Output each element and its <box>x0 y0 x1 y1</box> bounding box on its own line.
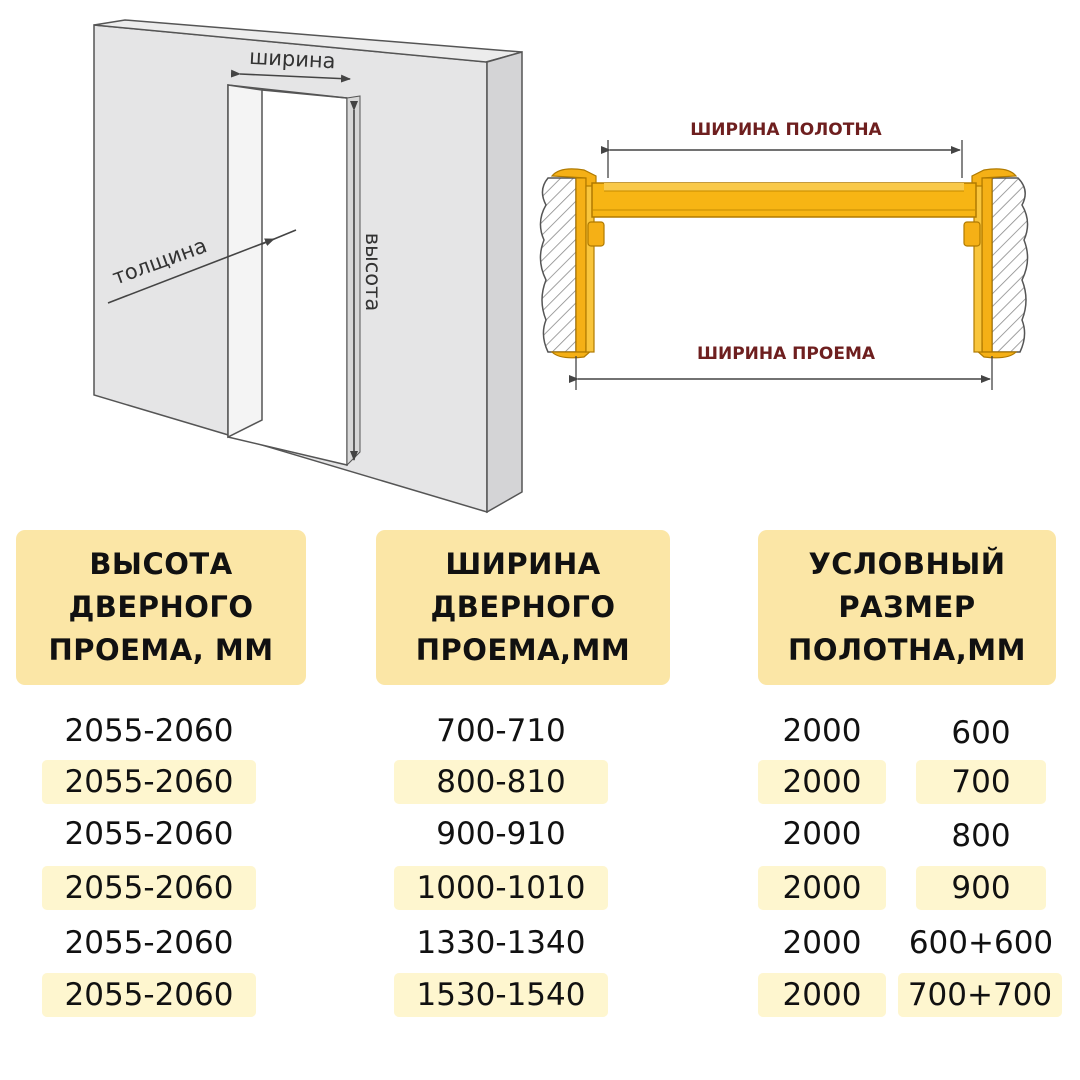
cell-opening-height: 2055-2060 <box>42 973 256 1017</box>
cell-leaf-height: 2000 <box>782 713 862 749</box>
cell-opening-width: 1330-1340 <box>416 925 586 961</box>
cell-leaf-height: 2000 <box>758 973 886 1017</box>
frame-cross-section: ШИРИНА ПОЛОТНА ШИРИНА ПРОЕМА <box>539 120 1029 390</box>
cell-opening-width: 800-810 <box>394 760 608 804</box>
cell-opening-height: 2055-2060 <box>64 713 234 749</box>
width-dimension: ширина <box>230 45 351 83</box>
width-label: ширина <box>249 45 337 73</box>
cell-opening-width: 900-910 <box>436 816 566 852</box>
cell-opening-width: 1530-1540 <box>394 973 608 1017</box>
door-illustration: ширина высота толщина <box>93 19 1029 514</box>
header-leaf-size: УСЛОВНЫЙ РАЗМЕР ПОЛОТНА,ММ <box>758 530 1056 685</box>
cell-opening-width: 1000-1010 <box>394 866 608 910</box>
opening-jamb <box>227 84 263 439</box>
leaf-width-label: ШИРИНА ПОЛОТНА <box>690 120 882 140</box>
cell-leaf-width: 700 <box>916 760 1046 804</box>
wall-side <box>486 51 523 514</box>
cell-leaf-width: 600 <box>951 715 1011 751</box>
opening-width-label: ШИРИНА ПРОЕМА <box>697 344 876 364</box>
cell-opening-height: 2055-2060 <box>64 925 234 961</box>
cell-opening-height: 2055-2060 <box>42 760 256 804</box>
cell-leaf-width: 600+600 <box>908 925 1054 961</box>
header-opening-height: ВЫСОТА ДВЕРНОГО ПРОЕМА, ММ <box>16 530 306 685</box>
cell-leaf-width: 800 <box>951 818 1011 854</box>
cell-leaf-height: 2000 <box>758 760 886 804</box>
cell-opening-width: 700-710 <box>436 713 566 749</box>
cell-leaf-width: 700+700 <box>898 973 1062 1017</box>
header-opening-width: ШИРИНА ДВЕРНОГО ПРОЕМА,ММ <box>376 530 670 685</box>
cell-leaf-width: 900 <box>916 866 1046 910</box>
cell-leaf-height: 2000 <box>782 925 862 961</box>
left-wall-section <box>539 177 577 353</box>
cell-opening-height: 2055-2060 <box>42 866 256 910</box>
cell-opening-height: 2055-2060 <box>64 816 234 852</box>
height-dimension: высота <box>350 101 385 461</box>
cell-leaf-height: 2000 <box>782 816 862 852</box>
cell-leaf-height: 2000 <box>758 866 886 910</box>
height-label: высота <box>361 233 385 311</box>
right-wall-section <box>991 177 1029 353</box>
